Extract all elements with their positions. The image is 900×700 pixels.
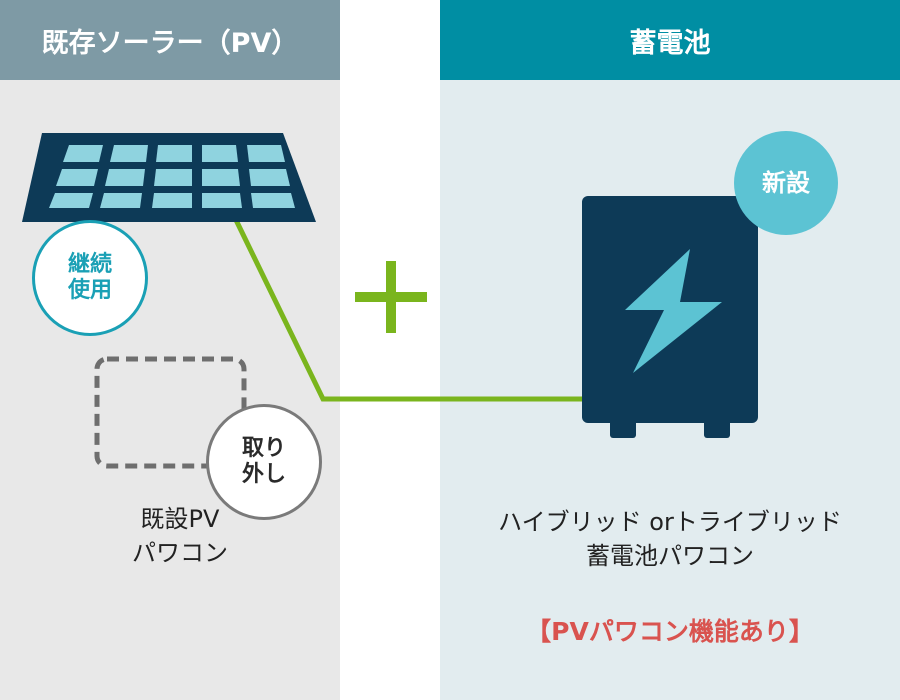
dashed-box-icon xyxy=(94,356,247,469)
battery-caption-line1: ハイブリッド orトライブリッド xyxy=(498,508,842,536)
remove-line2: 外し xyxy=(241,462,286,487)
remove-line1: 取り xyxy=(241,435,286,461)
existing-solar-panel-section: 既存ソーラー（PV） xyxy=(0,0,340,700)
plus-icon xyxy=(355,261,427,333)
battery-icon xyxy=(582,196,758,438)
battery-caption-line2: 蓄電池パワコン xyxy=(586,541,754,570)
new-install-label: 新設 xyxy=(762,168,810,197)
new-install-badge: 新設 xyxy=(734,131,838,235)
existing-pv-caption-line1: 既設PV xyxy=(140,505,220,533)
battery-header: 蓄電池 xyxy=(440,0,900,80)
battery-section: 蓄電池 xyxy=(440,0,900,700)
connection-wire xyxy=(233,218,582,402)
continue-use-line1: 継続 xyxy=(67,251,112,277)
existing-pv-caption-line2: パワコン xyxy=(132,538,228,567)
continue-use-line2: 使用 xyxy=(67,278,112,303)
pv-inverter-function-note: 【PVパワコン機能あり】 xyxy=(526,617,814,646)
battery-inverter-caption: ハイブリッド orトライブリッド 蓄電池パワコン xyxy=(440,506,900,573)
remove-badge: 取り 外し xyxy=(206,404,322,520)
continue-use-badge: 継続 使用 xyxy=(32,220,148,336)
lightning-bolt-icon xyxy=(625,249,722,373)
solar-panel-icon xyxy=(22,133,316,222)
existing-pv-inverter-caption: 既設PV パワコン xyxy=(70,503,290,570)
existing-solar-header: 既存ソーラー（PV） xyxy=(0,0,340,80)
